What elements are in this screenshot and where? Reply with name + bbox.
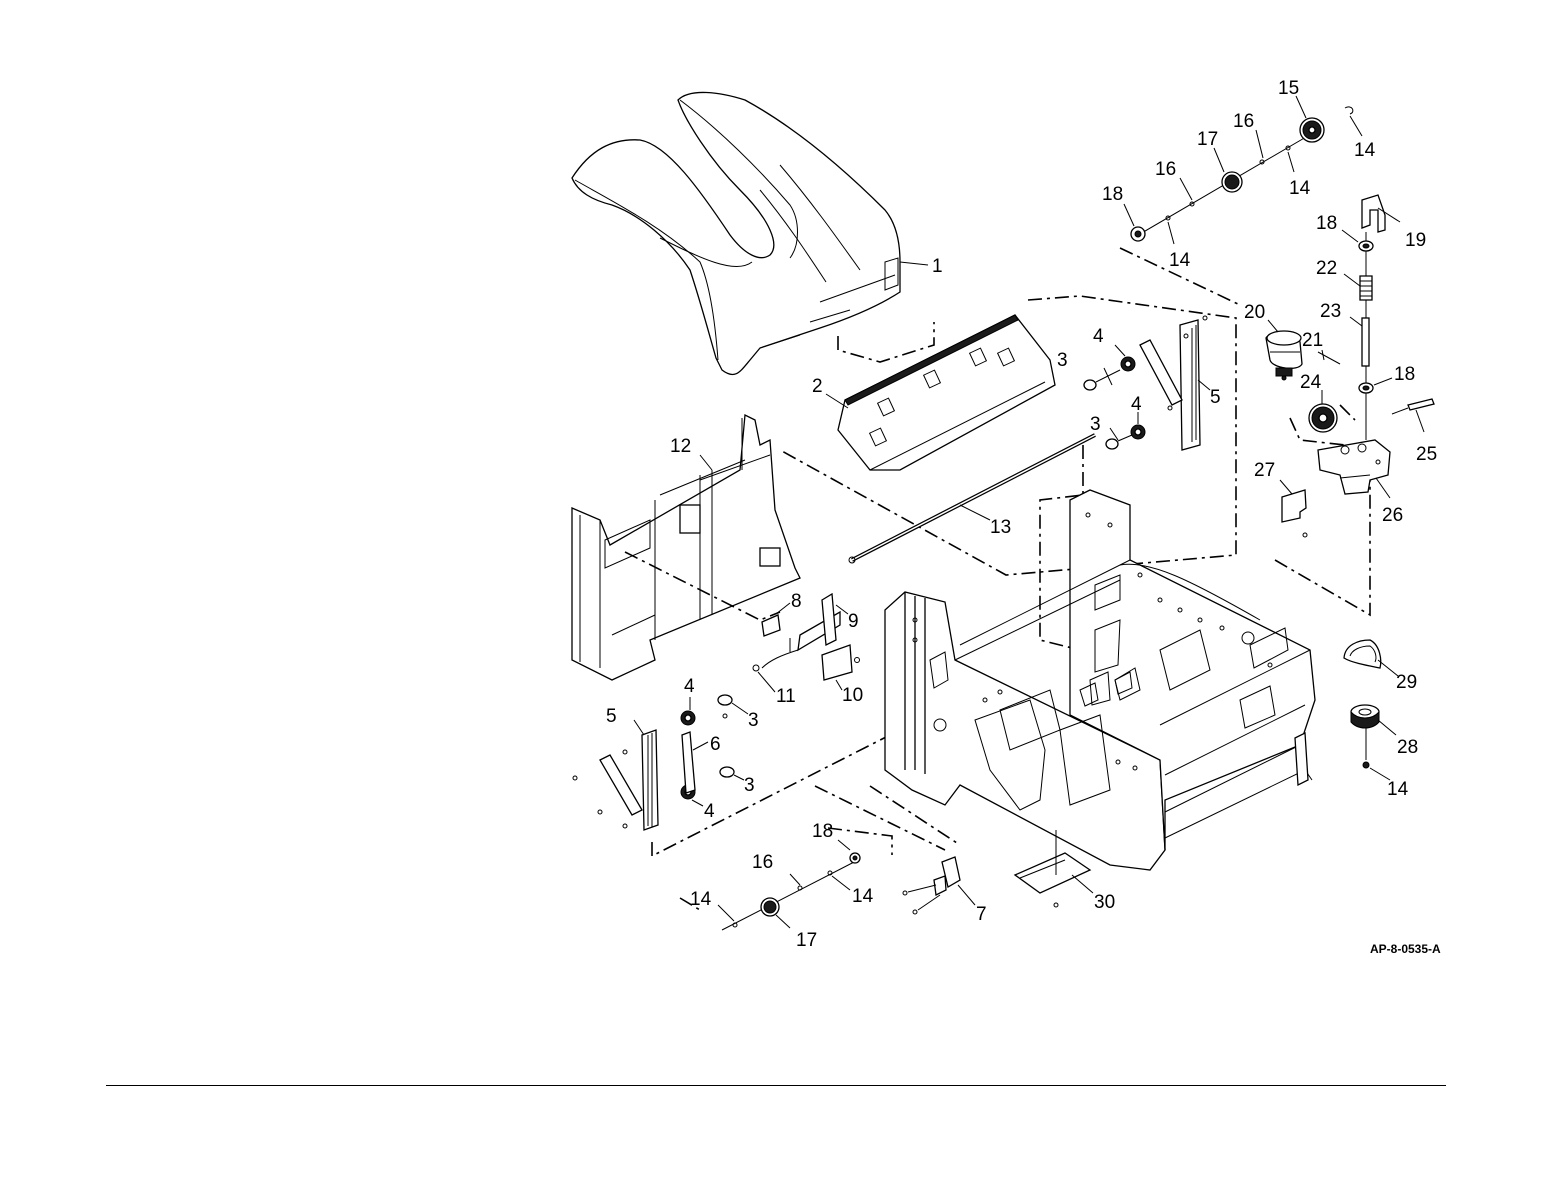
callout-3-upper-b: 3 [1090, 414, 1101, 435]
callout-3-lower-a: 3 [748, 710, 759, 731]
callout-22: 22 [1316, 258, 1337, 279]
callout-3-lower-b: 3 [744, 775, 755, 796]
guide-plate-part [838, 315, 1055, 470]
callout-14-upper-b: 14 [1289, 178, 1311, 199]
callout-26: 26 [1382, 505, 1403, 526]
right-vertical-shaft-group [1359, 195, 1385, 440]
callout-14-lower-b: 14 [690, 889, 712, 910]
callout-9: 9 [848, 611, 859, 632]
callout-12: 12 [670, 436, 691, 457]
page-divider-rule [106, 1085, 1446, 1086]
callout-23: 23 [1320, 301, 1341, 322]
callout-4-upper-a: 4 [1093, 326, 1104, 347]
latch-bracket-group [753, 594, 860, 680]
figure-reference-code: AP-8-0535-A [1370, 942, 1441, 956]
callout-16-upper-b: 16 [1155, 159, 1176, 180]
callout-24: 24 [1300, 372, 1322, 393]
callout-5-lower: 5 [606, 706, 617, 727]
callout-14-right: 14 [1387, 779, 1409, 800]
switch-part [903, 857, 960, 914]
callout-17-upper: 17 [1197, 129, 1218, 150]
callout-15: 15 [1278, 78, 1299, 99]
callout-18-lower: 18 [812, 821, 833, 842]
callout-6: 6 [710, 734, 721, 755]
callout-17-lower: 17 [796, 930, 817, 951]
callout-16-lower: 16 [752, 852, 773, 873]
main-chassis-part [885, 490, 1315, 870]
callout-14-upper-c: 14 [1169, 250, 1191, 271]
callout-3-upper-a: 3 [1057, 350, 1068, 371]
callout-18-upper-a: 18 [1102, 184, 1123, 205]
callout-13: 13 [990, 517, 1011, 538]
callout-28: 28 [1397, 737, 1418, 758]
belt-pulley-group [1344, 640, 1381, 768]
callout-4-lower-a: 4 [684, 676, 695, 697]
callout-4-upper-b: 4 [1131, 394, 1142, 415]
callout-21: 21 [1302, 330, 1323, 351]
callout-18-upper-c: 18 [1394, 364, 1415, 385]
callout-30: 30 [1094, 892, 1115, 913]
callout-1: 1 [932, 256, 943, 277]
callout-18-upper-b: 18 [1316, 213, 1337, 234]
top-cover-part [572, 92, 900, 374]
callout-11: 11 [776, 686, 796, 707]
callout-20: 20 [1244, 302, 1265, 323]
callout-10: 10 [842, 685, 863, 706]
callout-19: 19 [1405, 230, 1426, 251]
callout-7: 7 [976, 904, 987, 925]
callout-29: 29 [1396, 672, 1417, 693]
callout-27: 27 [1254, 460, 1275, 481]
callout-16-upper-a: 16 [1233, 111, 1254, 132]
callout-5-upper: 5 [1210, 387, 1221, 408]
lower-shaft-group [722, 853, 860, 930]
callout-2: 2 [812, 376, 823, 397]
callout-14-upper-a: 14 [1354, 140, 1376, 161]
callout-4-lower-b: 4 [704, 801, 715, 822]
callout-8: 8 [791, 591, 802, 612]
callout-25: 25 [1416, 444, 1437, 465]
motor-bracket-part [1282, 399, 1434, 537]
callout-14-lower-a: 14 [852, 886, 874, 907]
